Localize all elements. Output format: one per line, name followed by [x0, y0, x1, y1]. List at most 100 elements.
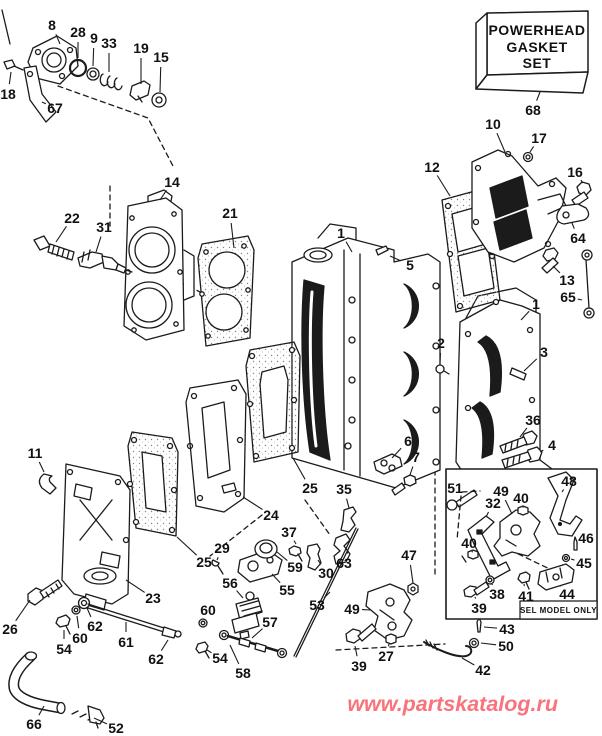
exhaust-gasket-25b: [126, 431, 179, 537]
callout-1: 1: [337, 225, 345, 241]
washer-45: [561, 553, 571, 563]
bolt-39-main: [345, 623, 377, 644]
leader-48: [561, 489, 565, 493]
leader-22: [55, 226, 67, 243]
callout-2: 2: [437, 335, 445, 351]
callout-23: 23: [145, 590, 161, 606]
dowel-pin-5: [375, 245, 389, 256]
callout-12: 12: [424, 159, 440, 175]
leader-29: [216, 557, 219, 561]
callout-62: 62: [148, 651, 164, 667]
callout-67: 67: [47, 100, 63, 116]
leader-12: [436, 175, 451, 197]
callout-22: 22: [64, 210, 80, 226]
nut-27: [385, 633, 397, 645]
bolt-26: [27, 579, 63, 606]
pin-46: [573, 536, 578, 551]
gasket-set-line-3: SET: [523, 55, 552, 71]
leader-37: [293, 540, 297, 545]
washer-60a: [198, 618, 208, 628]
screw-54a: [195, 641, 209, 654]
leader-43: [483, 626, 498, 629]
link-rod-58: [218, 629, 288, 659]
callout-40: 40: [513, 490, 529, 506]
leader-30: [317, 559, 322, 565]
leader-59: [276, 551, 288, 562]
clip-35: [340, 506, 357, 533]
leader-1: [520, 310, 530, 321]
callout-45: 45: [576, 555, 592, 571]
screw-37: [288, 545, 302, 557]
callout-19: 19: [133, 40, 149, 56]
callout-8: 8: [48, 17, 56, 33]
bracket-49: [365, 583, 413, 641]
grommet-59: [254, 539, 278, 559]
leader-39: [474, 596, 477, 599]
leader-68: [536, 91, 541, 101]
spacer-57a: [238, 637, 251, 648]
bolt-22: [33, 235, 51, 251]
callout-36: 36: [525, 412, 541, 428]
screw-41: [517, 571, 531, 584]
callout-52: 52: [108, 720, 124, 736]
callout-17: 17: [531, 130, 547, 146]
leader-31: [95, 236, 102, 253]
callout-56: 56: [222, 575, 238, 591]
leader-65: [577, 298, 583, 301]
leader-58: [229, 644, 240, 665]
leader-53: [323, 591, 331, 599]
exhaust-cover-23: [61, 463, 131, 611]
leader-25: [176, 536, 198, 556]
leader-13: [552, 265, 561, 274]
leader-7: [409, 466, 414, 476]
bushing-2: [435, 364, 445, 374]
callout-41: 41: [518, 588, 534, 604]
callout-29: 29: [214, 540, 230, 556]
washer-60b: [71, 605, 81, 615]
screw-29: [211, 559, 220, 567]
nut-40b: [467, 549, 479, 560]
leader-32: [485, 511, 490, 518]
callout-53: 53: [309, 597, 325, 613]
callout-46: 46: [578, 530, 594, 546]
callout-14: 14: [164, 174, 180, 190]
callout-63: 63: [336, 555, 352, 571]
leader-16: [580, 179, 584, 184]
leader-40: [471, 550, 474, 553]
callout-38: 38: [489, 586, 505, 602]
leader-54: [206, 649, 212, 654]
callout-28: 28: [70, 24, 86, 40]
callout-49: 49: [493, 483, 509, 499]
callout-7: 7: [412, 449, 420, 465]
clip-63: [333, 533, 351, 565]
callout-54: 54: [56, 641, 72, 657]
clip-30: [306, 543, 322, 571]
pin-43: [476, 617, 482, 633]
leader-56: [236, 590, 244, 599]
leader-35: [346, 498, 350, 509]
callout-37: 37: [281, 524, 297, 540]
leader-26: [15, 599, 31, 622]
washer-50: [468, 637, 480, 649]
leader-67: [41, 101, 47, 105]
nut-40a: [517, 505, 529, 516]
callout-25: 25: [302, 480, 318, 496]
screw-18: [3, 59, 16, 70]
exhaust-plate-24: [185, 379, 247, 513]
leader-24: [242, 496, 263, 511]
o-ring-28: [68, 58, 88, 78]
clamp-64: [556, 203, 590, 225]
callout-31: 31: [96, 219, 112, 235]
bolt-13: [542, 247, 559, 262]
gasket-set-line-1: POWERHEAD: [488, 22, 585, 38]
intake-manifold-assembly: [441, 149, 595, 319]
leader-62: [160, 639, 169, 651]
dowel-pin-3: [509, 367, 527, 381]
seal-9: [86, 67, 100, 81]
callout-18: 18: [0, 86, 16, 102]
valve-19: [129, 80, 151, 101]
callout-42: 42: [475, 662, 491, 678]
